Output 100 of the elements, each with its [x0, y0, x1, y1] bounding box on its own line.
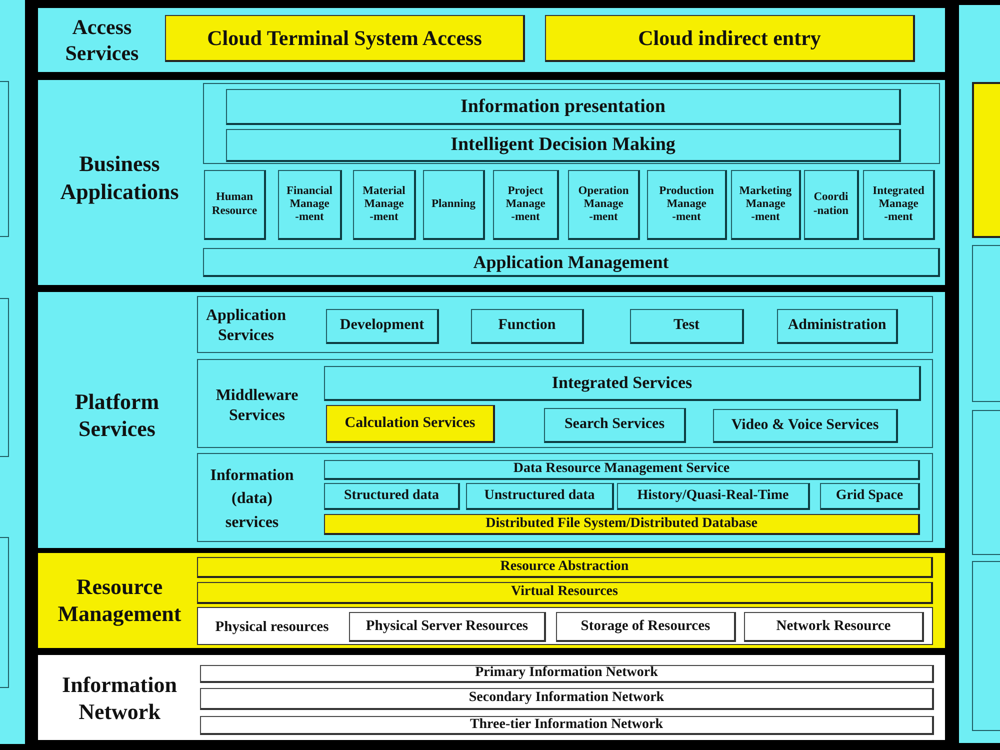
- service-box: [324, 514, 920, 535]
- service-label: Unstructured data: [484, 488, 595, 504]
- service-label: Secondary Information Network: [468, 690, 664, 707]
- service-box: [713, 409, 898, 443]
- service-box: [777, 309, 898, 344]
- layer-panel: [38, 80, 945, 285]
- service-label: Calculation Services: [344, 414, 476, 432]
- service-label: Virtual Resources: [511, 584, 618, 601]
- module-label: Coordi -nation: [812, 191, 850, 218]
- service-box: [630, 309, 744, 344]
- service-box: [200, 688, 934, 710]
- layer-title: Platform Services: [74, 388, 160, 442]
- side-box: [0, 81, 9, 237]
- module-label: Operation Manage -ment: [577, 184, 630, 224]
- service-label: Cloud indirect entry: [638, 26, 821, 50]
- service-box: [324, 483, 460, 510]
- resource-panel: [197, 607, 933, 645]
- module-box: [568, 170, 640, 240]
- panel-title: Middleware Services: [214, 386, 300, 426]
- service-box: [226, 89, 901, 125]
- service-label: Intelligent Decision Making: [450, 134, 676, 156]
- service-label: Grid Space: [836, 488, 904, 504]
- service-label: Function: [498, 317, 556, 335]
- side-box: [972, 410, 1000, 555]
- layer-panel: [38, 8, 945, 72]
- service-box: [203, 248, 940, 277]
- service-label: Primary Information Network: [475, 665, 658, 682]
- module-label: Material Manage -ment: [362, 184, 406, 224]
- module-box: [423, 170, 485, 240]
- service-label: Development: [340, 317, 424, 335]
- service-label: Physical Server Resources: [366, 618, 528, 635]
- service-box: [820, 483, 920, 510]
- layer-panel: [38, 292, 945, 548]
- service-label: Network Resource: [776, 618, 891, 635]
- service-label: Structured data: [344, 488, 440, 504]
- service-panel: [197, 453, 933, 542]
- service-box: [471, 309, 584, 344]
- panel-title: Information (data) services: [209, 466, 295, 533]
- service-panel: [197, 359, 933, 448]
- module-label: Human Resource: [210, 191, 258, 218]
- layer-panel: [38, 553, 945, 648]
- service-label: Integrated Services: [552, 373, 692, 393]
- service-box: [544, 408, 686, 443]
- panel-title: Physical resources: [215, 618, 329, 636]
- layer-panel: [38, 655, 945, 740]
- service-box: [466, 483, 614, 510]
- service-panel: [197, 296, 933, 353]
- service-label: Information presentation: [460, 96, 666, 118]
- module-label: Production Manage -ment: [658, 184, 715, 224]
- service-label: Cloud Terminal System Access: [207, 26, 482, 50]
- service-box: [200, 716, 934, 735]
- layer-title: Access Services: [64, 14, 140, 66]
- service-box: [617, 483, 810, 510]
- side-box: [972, 82, 1000, 238]
- module-box: [731, 170, 801, 240]
- module-box: [204, 170, 266, 240]
- module-box: [278, 170, 342, 240]
- service-box: [326, 309, 439, 344]
- service-box: [200, 665, 934, 683]
- module-box: [353, 170, 416, 240]
- module-label: Project Manage -ment: [504, 184, 546, 224]
- service-box: [197, 557, 933, 578]
- side-panel: [959, 5, 1000, 743]
- service-label: Data Resource Management Service: [513, 461, 730, 478]
- side-panel: [0, 0, 25, 744]
- side-box: [0, 537, 9, 688]
- service-box: [226, 129, 901, 162]
- module-box: [863, 170, 935, 240]
- panel-title: Application Services: [204, 306, 287, 346]
- service-label: Distributed File System/Distributed Database: [486, 516, 758, 532]
- module-box: [804, 170, 859, 240]
- service-box: [197, 582, 933, 604]
- service-box: [545, 15, 915, 62]
- module-label: Integrated Manage -ment: [872, 184, 926, 224]
- layer-title: Information Network: [61, 670, 178, 726]
- side-box: [0, 298, 9, 457]
- side-box: [972, 561, 1000, 731]
- service-label: Resource Abstraction: [500, 558, 629, 576]
- service-label: Storage of Resources: [580, 618, 710, 635]
- module-label: Planning: [431, 198, 476, 212]
- module-label: Marketing Manage -ment: [738, 184, 793, 224]
- service-box: [165, 15, 525, 62]
- service-box: [744, 612, 924, 642]
- service-label: History/Quasi-Real-Time: [637, 488, 789, 504]
- service-label: Search Services: [564, 416, 665, 434]
- service-box: [326, 405, 495, 443]
- service-box: [324, 460, 920, 480]
- service-panel: [203, 83, 940, 164]
- side-box: [972, 245, 1000, 402]
- module-label: Financial Manage -ment: [285, 184, 334, 224]
- module-box: [493, 170, 559, 240]
- service-label: Test: [673, 317, 700, 335]
- service-box: [324, 366, 921, 401]
- module-box: [647, 170, 727, 240]
- service-label: Administration: [788, 317, 886, 335]
- service-label: Application Management: [473, 252, 669, 272]
- service-label: Three-tier Information Network: [470, 716, 664, 734]
- service-box: [556, 612, 736, 642]
- layer-title: Resource Management: [56, 572, 182, 628]
- service-box: [349, 612, 546, 642]
